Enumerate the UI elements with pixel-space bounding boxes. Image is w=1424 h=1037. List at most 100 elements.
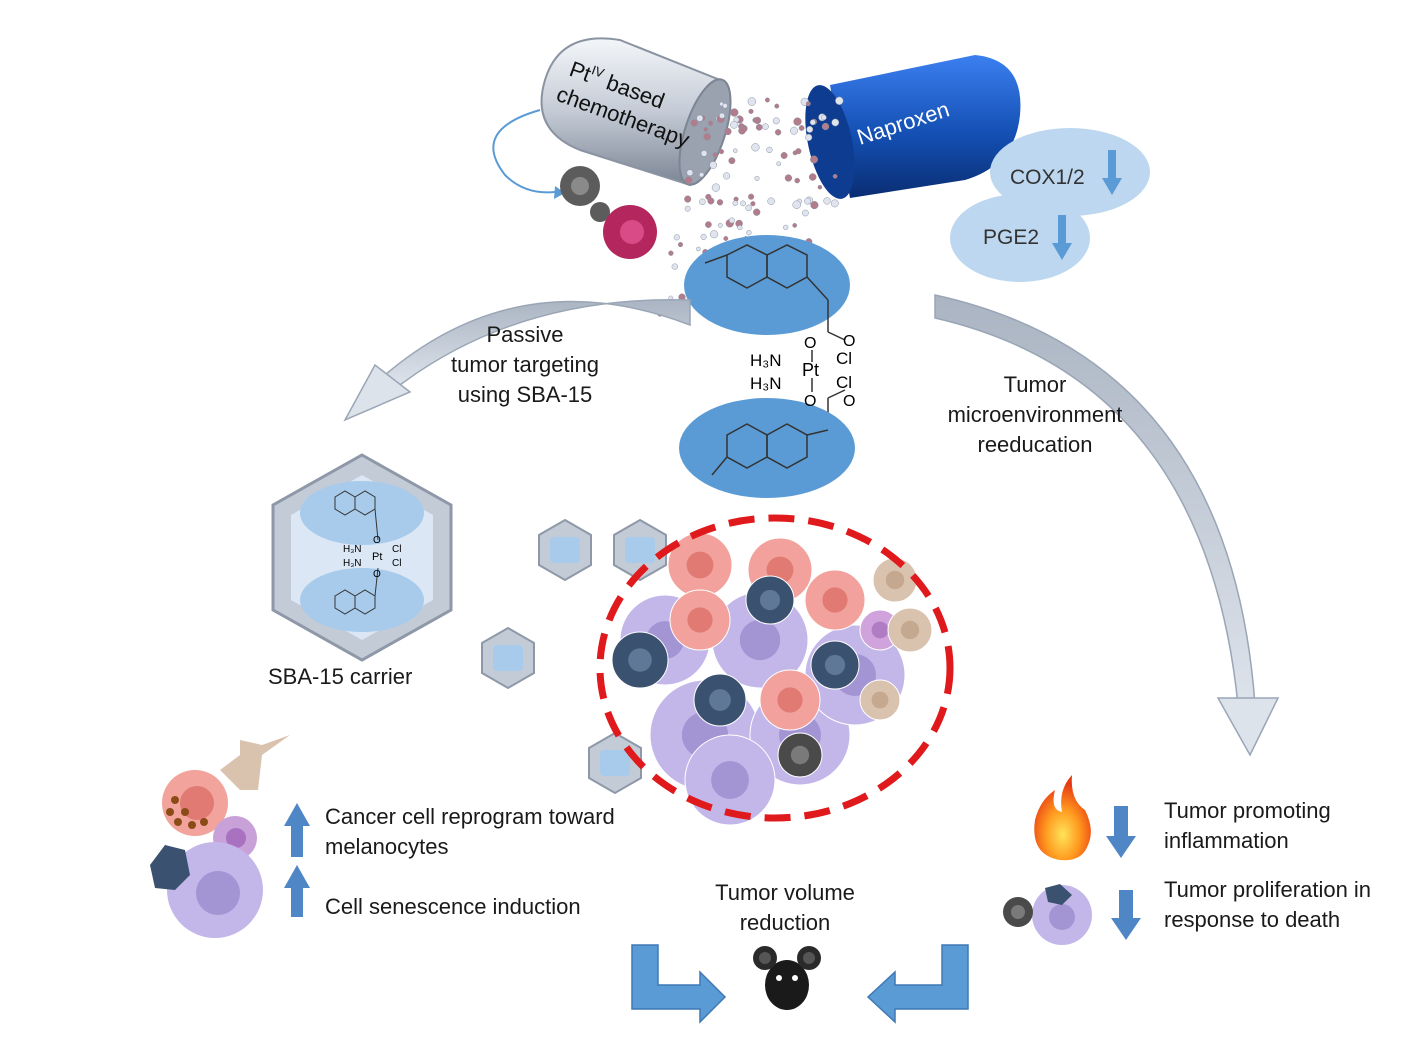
reprogrammed-cell-cluster <box>150 735 290 938</box>
granule <box>700 233 707 240</box>
naproxen-ellipse-bottom <box>679 398 855 498</box>
pt-complex <box>811 300 846 430</box>
tumor-cell-nucleus <box>790 745 810 765</box>
granule <box>748 193 755 200</box>
down-arrow-icon <box>1106 806 1136 858</box>
tumor-cell-nucleus <box>709 689 731 711</box>
granule <box>730 120 738 129</box>
granule <box>792 200 801 209</box>
tumor-cell-nucleus <box>822 587 848 613</box>
granule <box>738 127 746 135</box>
granule <box>809 119 816 126</box>
molecule-o-top-carbonyl: O <box>843 333 855 350</box>
inflammation-line2: inflammation <box>1164 828 1289 853</box>
granule <box>745 204 752 212</box>
granule <box>831 118 840 127</box>
granule <box>709 161 718 169</box>
macrophage-cell-icon <box>560 166 610 222</box>
sba15-particles <box>481 518 667 795</box>
granule <box>780 152 788 159</box>
granule <box>753 116 762 125</box>
granule <box>723 172 731 180</box>
granule <box>832 173 838 179</box>
tumor-mass <box>611 532 933 826</box>
granule <box>671 263 678 270</box>
inflammation-line1: Tumor promoting <box>1164 798 1331 823</box>
granule <box>707 197 715 205</box>
tumor-volume-label: Tumor volume reduction <box>690 878 880 938</box>
granule <box>740 200 746 207</box>
tumor-volume-line1: Tumor volume <box>715 880 855 905</box>
granule <box>717 222 723 228</box>
granule <box>755 123 763 131</box>
granule <box>700 150 708 157</box>
granule <box>673 234 680 241</box>
right-bent-arrow <box>866 944 969 1024</box>
dying-cell-cluster <box>1003 884 1092 945</box>
granule <box>724 127 732 136</box>
passive-targeting-line3: using SBA-15 <box>457 382 593 407</box>
naproxen-ellipse-top <box>684 235 850 335</box>
granule <box>784 174 793 182</box>
granule <box>711 183 721 192</box>
granule <box>699 172 705 178</box>
granule <box>823 197 831 205</box>
granule <box>746 230 752 236</box>
naproxen-capsule <box>805 55 1021 199</box>
granule <box>767 197 775 205</box>
granule <box>710 230 719 239</box>
tumor-cell-nucleus <box>871 691 889 709</box>
left-bent-arrow <box>631 944 727 1024</box>
hex-molecule-h3n-top: H₃N <box>343 544 362 555</box>
granule <box>835 96 844 105</box>
tumor-boundary-dashed <box>596 514 954 822</box>
sba15-particle-pore <box>625 537 655 563</box>
granule <box>722 103 728 109</box>
proliferation-line2: response to death <box>1164 907 1341 932</box>
granule <box>723 236 729 241</box>
granule <box>718 149 725 155</box>
fire-icon <box>1034 775 1091 861</box>
sba15-particle-pore <box>600 750 630 776</box>
granule <box>668 250 674 256</box>
granule <box>750 201 756 207</box>
granule <box>808 173 817 181</box>
passive-targeting-line1: Passive <box>486 322 564 347</box>
sba15-particle-pore <box>550 537 580 563</box>
pge2-ellipse <box>950 194 1090 282</box>
hex-molecule-pt: Pt <box>372 551 382 563</box>
reprogram-line1: Cancer cell reprogram toward <box>325 804 615 829</box>
tme-reeducation-label: Tumor microenvironment reeducation <box>930 370 1140 460</box>
tumor-cell-nucleus <box>777 687 803 713</box>
molecule-cl-bottom: Cl <box>836 373 852 392</box>
arrowhead-icon <box>554 186 565 199</box>
molecule-o-bottom: O <box>804 393 816 410</box>
granule <box>762 123 769 130</box>
granule <box>699 198 706 206</box>
granule <box>810 201 819 210</box>
granule <box>690 119 698 127</box>
sba15-carrier-hexagon <box>271 453 453 662</box>
molecule-o-top: O <box>804 335 816 352</box>
molecule-h3n-bottom: H₃N <box>750 374 781 393</box>
arrowhead-icon <box>343 363 412 422</box>
tumor-cell-nucleus <box>885 570 905 590</box>
mouse-icon <box>753 946 821 1010</box>
tumor-cell-nucleus <box>871 621 889 639</box>
granule <box>712 152 718 158</box>
pt-capsule <box>540 37 732 187</box>
granule <box>772 117 780 125</box>
sba15-particle-pore <box>493 645 523 671</box>
tme-reeducation-arrow <box>934 294 1256 706</box>
proliferation-label: Tumor proliferation in response to death <box>1164 875 1371 935</box>
down-arrow-icon <box>1102 150 1122 195</box>
granule <box>792 223 798 228</box>
sba15-carrier-label: SBA-15 carrier <box>268 664 413 689</box>
curved-arrow-icon <box>492 109 556 194</box>
molecule-o-bottom-carbonyl: O <box>843 393 855 410</box>
granule <box>776 161 782 167</box>
granule <box>810 155 818 164</box>
hex-molecule-o-bottom: O <box>373 569 381 580</box>
tumor-cell-icon <box>603 205 657 259</box>
